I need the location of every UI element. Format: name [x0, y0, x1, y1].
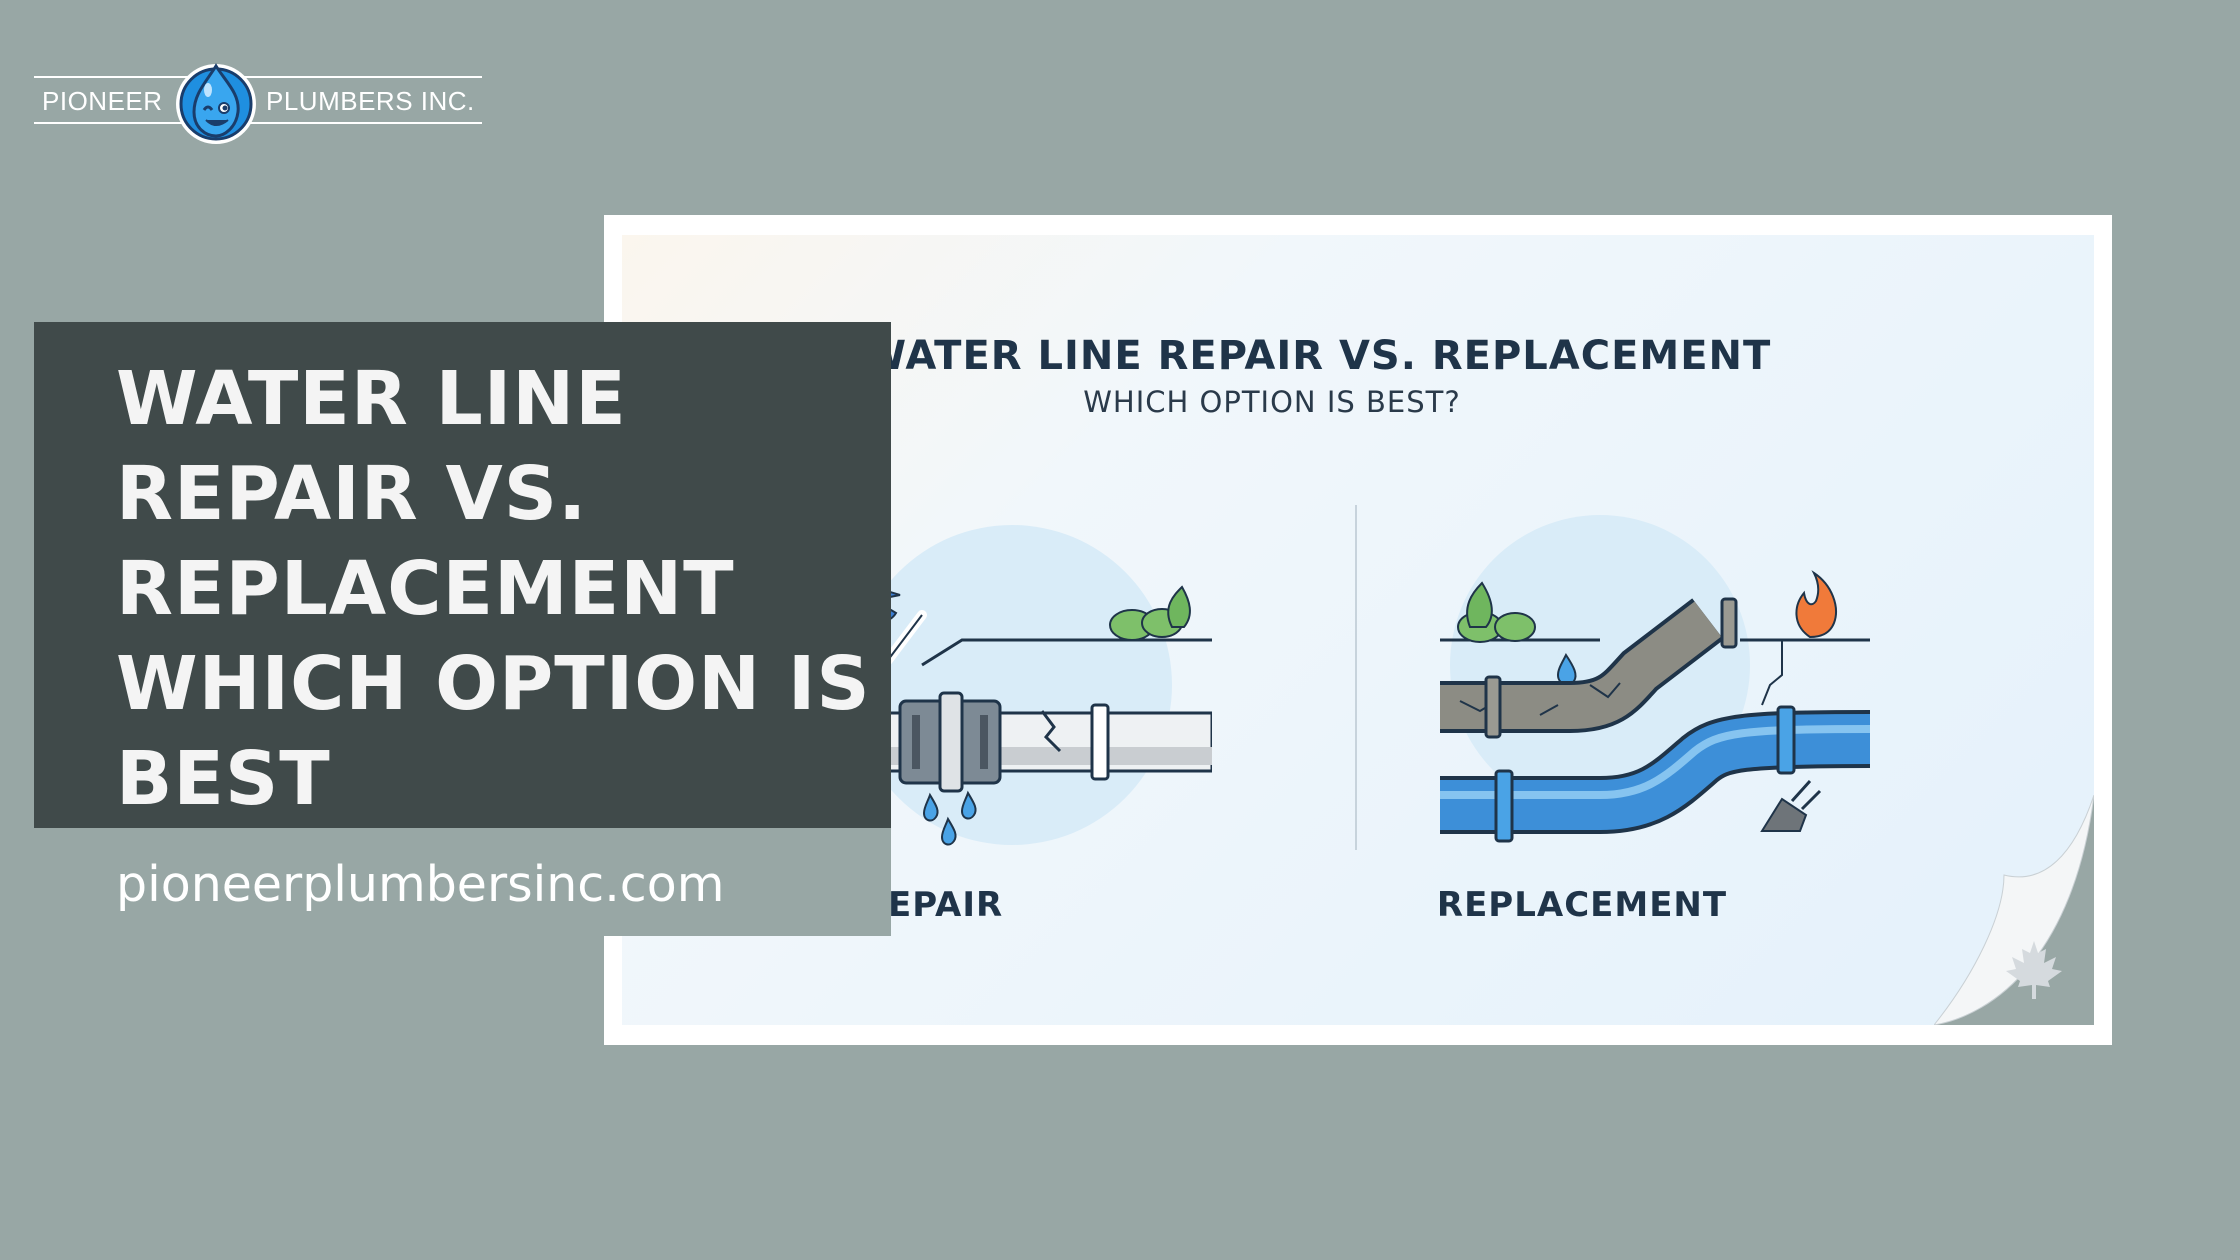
shrub-icon — [1109, 585, 1191, 641]
infographic-subtitle: WHICH OPTION IS BEST? — [1083, 385, 1461, 419]
page-title-line: REPLACEMENT — [116, 546, 735, 632]
water-drop-icon — [922, 790, 977, 846]
replacement-label: REPLACEMENT — [1436, 885, 1728, 925]
flame-icon — [1795, 570, 1837, 639]
brand-logo[interactable]: PIONEER PLUMBERS INC. — [34, 60, 482, 152]
page-title-line: REPAIR VS. — [116, 451, 588, 537]
website-link[interactable]: pioneerplumbersinc.com — [116, 856, 725, 913]
replacement-illustration — [1440, 515, 1870, 843]
logo-text-left: PIONEER — [42, 86, 163, 116]
infographic-divider — [1355, 505, 1357, 850]
pipe-clamp-icon — [898, 691, 1002, 793]
page-curl — [1934, 795, 2094, 1025]
maple-leaf-icon — [2006, 941, 2062, 999]
new-pipe-icon — [1440, 705, 1870, 843]
shrub-icon — [1457, 581, 1536, 643]
logo-rule-top — [34, 76, 482, 78]
plug-icon — [1760, 779, 1822, 832]
water-drop-mascot-icon — [176, 63, 256, 144]
page-title-line: BEST — [116, 736, 331, 822]
url-strip: pioneerplumbersinc.com — [34, 828, 891, 936]
page-title-line: WHICH OPTION IS — [116, 641, 871, 727]
page-title: WATER LINE REPAIR VS. REPLACEMENT WHICH … — [116, 352, 876, 827]
logo-rule-bottom — [34, 122, 482, 124]
logo-text-right: PLUMBERS INC. — [266, 86, 475, 116]
infographic-title: WATER LINE REPAIR VS. REPLACEMENT — [862, 333, 1772, 379]
title-panel: WATER LINE REPAIR VS. REPLACEMENT WHICH … — [34, 322, 891, 828]
page-title-line: WATER LINE — [116, 356, 627, 442]
